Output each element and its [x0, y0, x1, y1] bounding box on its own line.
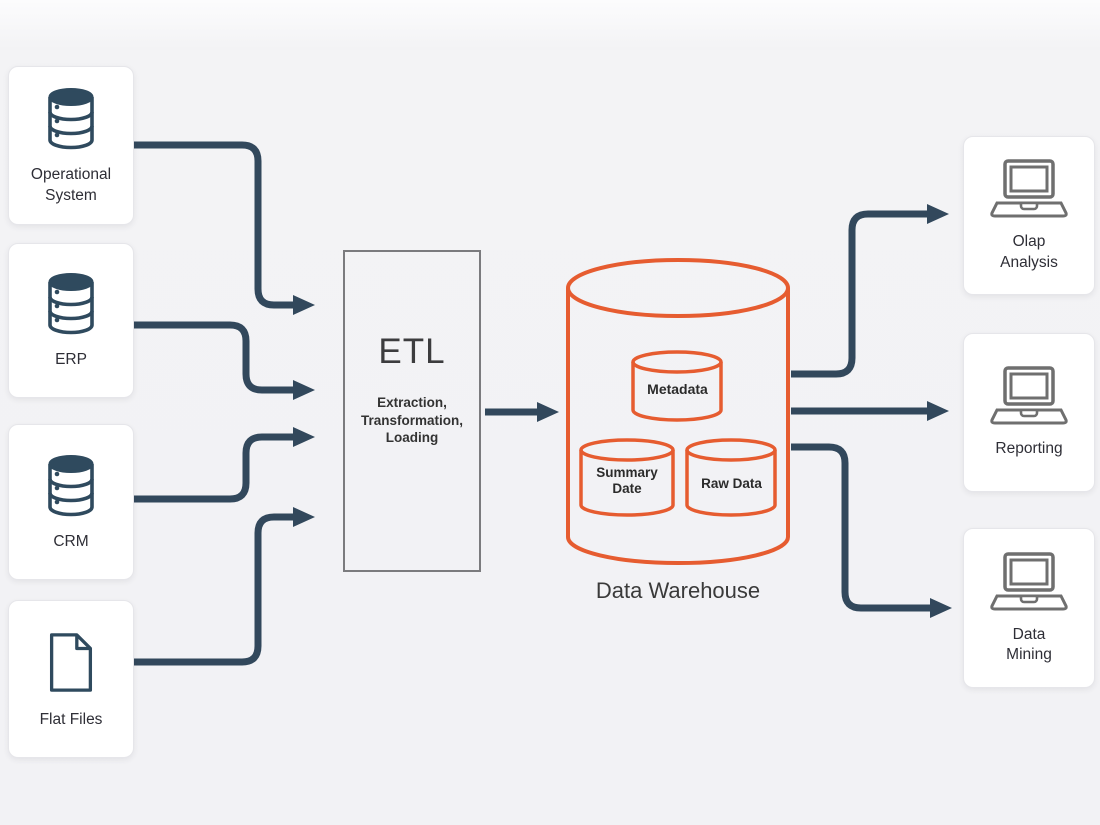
source-card-operational-system: Operational System	[8, 66, 134, 225]
source-card-erp: ERP	[8, 243, 134, 398]
etl-subtitle-line: Extraction,	[377, 395, 447, 410]
output-card-data-mining: Data Mining	[963, 528, 1095, 688]
summary-date-label: Summary Date	[596, 465, 658, 497]
etl-subtitle-line: Loading	[385, 430, 439, 446]
arrow-crm-to-etl	[132, 427, 315, 503]
raw-data-label: Raw Data	[701, 476, 762, 491]
output-label: Olap Analysis	[1000, 233, 1058, 271]
etl-subtitle-line: Transformation,	[360, 412, 463, 428]
summary-date-cylinder	[579, 438, 675, 517]
output-label: Data Mining	[1006, 625, 1052, 663]
source-card-flat-files: Flat Files	[8, 600, 134, 758]
source-card-crm: CRM	[8, 424, 134, 580]
laptop-icon	[985, 158, 1073, 220]
arrow-erp-to-etl	[132, 321, 315, 400]
data-warehouse-cylinder	[566, 258, 790, 565]
database-icon	[39, 452, 103, 520]
output-card-reporting: Reporting	[963, 333, 1095, 492]
laptop-icon	[985, 551, 1073, 613]
etl-title: ETL	[378, 332, 446, 371]
source-label: Flat Files	[39, 710, 103, 728]
laptop-icon	[985, 365, 1073, 427]
arrow-flat-files-to-etl	[132, 507, 315, 666]
etl-subtitle: Extraction, Transformation, Loading	[361, 394, 463, 447]
raw-data-cylinder	[685, 438, 777, 517]
metadata-label: Metadata	[647, 381, 708, 397]
etl-box: ETL Extraction, Transformation, Loading	[343, 250, 481, 572]
source-label: Operational System	[30, 166, 112, 204]
database-icon	[39, 85, 103, 153]
metadata-cylinder	[631, 350, 723, 422]
output-label: Reporting	[995, 440, 1063, 458]
arrow-operational-system-to-etl	[132, 141, 315, 315]
data-warehouse-label: Data Warehouse	[595, 578, 761, 603]
file-icon	[40, 628, 102, 698]
arrow-warehouse-to-data-mining	[791, 443, 952, 618]
database-icon	[39, 270, 103, 338]
arrow-warehouse-to-olap	[791, 204, 949, 378]
output-card-olap-analysis: Olap Analysis	[963, 136, 1095, 295]
source-label: CRM	[53, 532, 89, 550]
source-label: ERP	[55, 351, 87, 369]
